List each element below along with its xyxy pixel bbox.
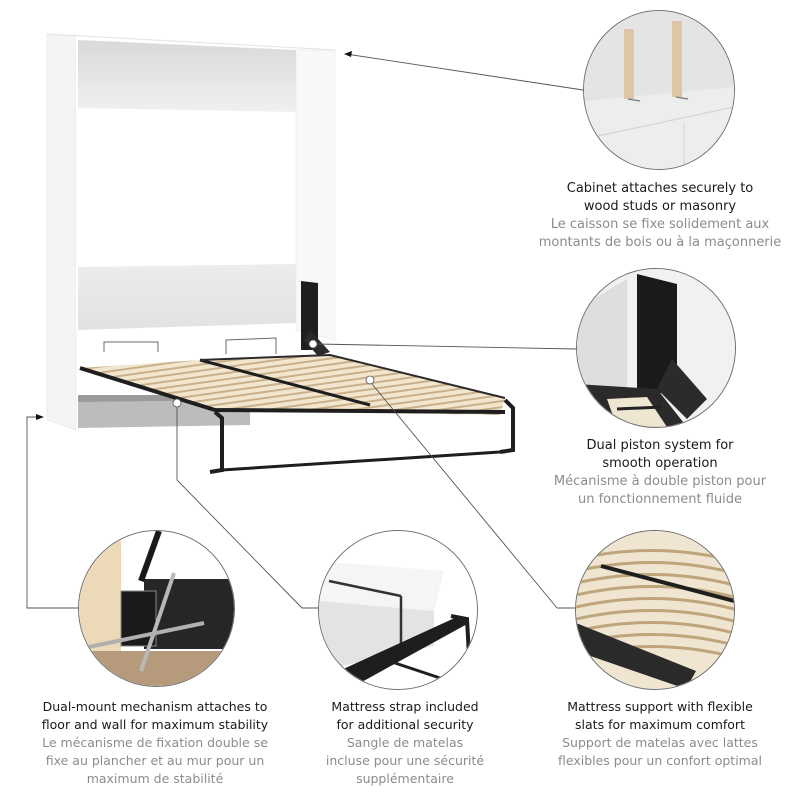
caption-translation-line: Support de matelas avec lattes	[562, 735, 758, 750]
callout-dot-slats	[365, 375, 375, 385]
caption-cabinet-attachment: Cabinet attaches securely to wood studs …	[520, 180, 800, 252]
headboard-rails	[103, 337, 277, 354]
caption-mattress-strap: Mattress strap included for additional s…	[290, 698, 520, 788]
caption-title-line: Cabinet attaches securely to	[566, 181, 754, 196]
caption-title-line: floor and wall for maximum stability	[41, 717, 269, 732]
caption-translation-line: Sangle de matelas	[346, 735, 464, 750]
caption-title-line: for additional security	[336, 717, 474, 732]
caption-translation-line: supplémentaire	[356, 771, 454, 786]
caption-title-line: Dual piston system for	[586, 438, 734, 453]
caption-title-line: Mattress strap included	[331, 699, 479, 714]
detail-circle-piston	[576, 268, 736, 428]
detail-circle-dual-mount	[78, 530, 235, 687]
caption-title-line: smooth operation	[602, 456, 718, 471]
callout-dot-frame	[172, 398, 182, 408]
detail-circle-flexible-slats	[575, 530, 735, 690]
caption-translation-line: Mécanisme à double piston pour	[553, 474, 767, 489]
caption-translation-line: Le caisson se fixe solidement aux	[550, 217, 770, 232]
caption-title-line: slats for maximum comfort	[575, 717, 745, 732]
caption-translation-line: incluse pour une sécurité	[325, 753, 485, 768]
caption-piston: Dual piston system for smooth operation …	[520, 437, 800, 509]
caption-title-line: wood studs or masonry	[583, 199, 737, 214]
caption-translation-line: flexibles pour un confort optimal	[557, 753, 762, 768]
callout-dot-piston	[308, 339, 318, 349]
detail-circle-cabinet-attachment	[583, 10, 735, 170]
caption-translation-line: maximum de stabilité	[86, 771, 224, 786]
caption-translation-line: montants de bois ou à la maçonnerie	[538, 235, 782, 250]
caption-title-line: Mattress support with flexible	[567, 699, 753, 714]
caption-translation-line: fixe au plancher et au mur pour un	[45, 753, 265, 768]
slat-platform	[79, 353, 515, 474]
caption-title-line: Dual-mount mechanism attaches to	[42, 699, 268, 714]
caption-translation-line: Le mécanisme de fixation double se	[42, 735, 268, 750]
leader-lines	[26, 51, 584, 609]
caption-translation-line: un fonctionnement fluide	[577, 492, 743, 507]
detail-circle-mattress-strap	[318, 530, 478, 690]
caption-dual-mount: Dual-mount mechanism attaches to floor a…	[10, 698, 300, 788]
caption-flexible-slats: Mattress support with flexible slats for…	[520, 698, 800, 770]
